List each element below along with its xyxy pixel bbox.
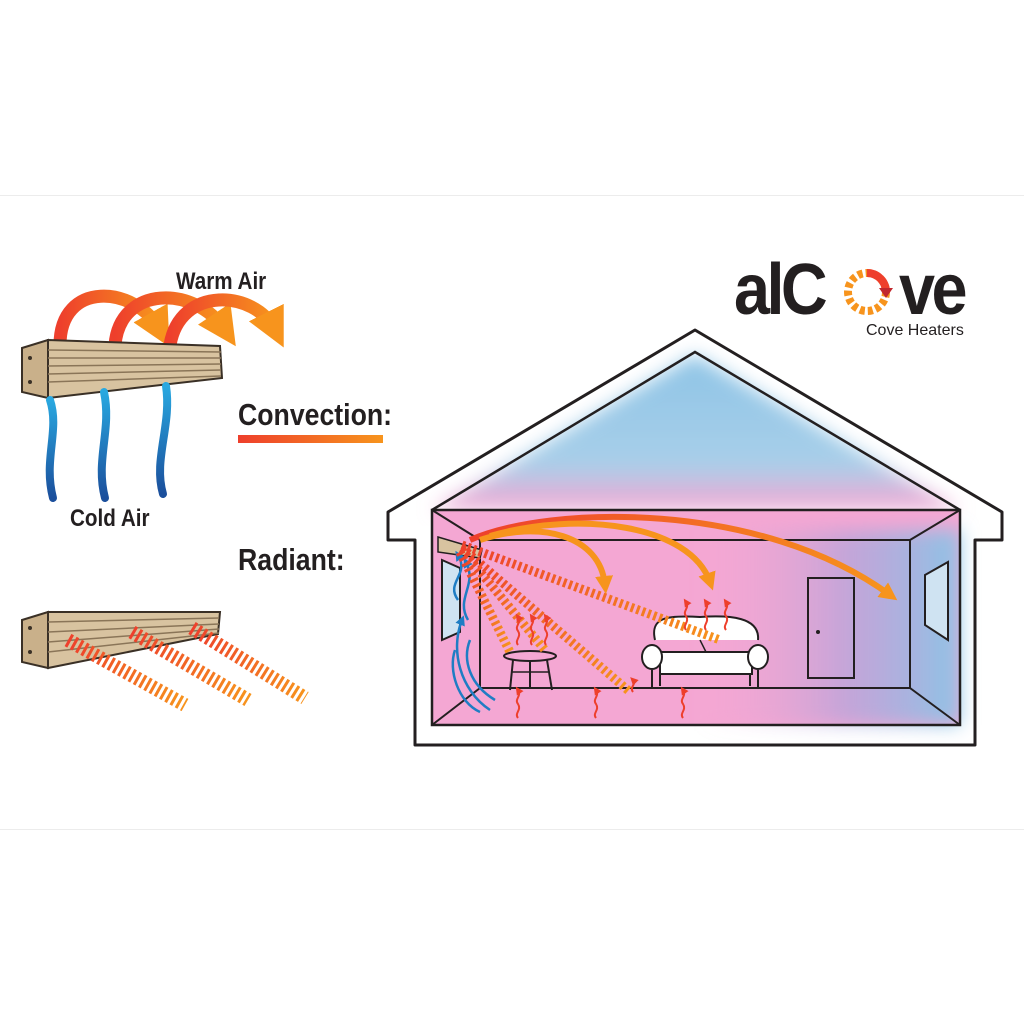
logo-name-prefix: alC: [734, 250, 828, 330]
convection-current: [489, 520, 716, 591]
warm-air-arrow: [163, 293, 284, 352]
warm-air-arrow: [108, 291, 236, 352]
cold-air-current: [455, 615, 491, 712]
logo-name-suffix: ve: [899, 250, 967, 330]
attic-cold-zone: [432, 355, 960, 510]
cold-air-current: [465, 639, 496, 702]
door-icon: [807, 577, 855, 679]
logo-tagline: Cove Heaters: [866, 322, 964, 339]
alcove-logo: alC ve Cove Heaters: [734, 250, 974, 345]
radiant-ray: [455, 549, 515, 655]
radiant-ray: [188, 622, 309, 704]
warm-air-arrow: [53, 289, 170, 352]
cove-heater-icon: [21, 610, 222, 670]
side-table-icon: [503, 650, 557, 691]
radiant-ray: [64, 633, 189, 712]
heat-wave-group: [515, 598, 732, 719]
radiant-label: Radiant:: [238, 542, 345, 577]
cold-air-stream: [97, 388, 111, 502]
cold-air-stream: [156, 382, 172, 498]
radiant-ray: [128, 625, 252, 707]
convection-legend-bar: [238, 435, 383, 443]
radiant-heater-group: [21, 610, 309, 712]
cove-heater-icon: [21, 338, 224, 400]
cold-air-stream: [45, 396, 58, 502]
convection-current: [468, 513, 898, 601]
radiant-ray: [460, 540, 722, 645]
logo-heat-cycle-icon: [844, 269, 893, 315]
warm-air-label: Warm Air: [176, 268, 267, 295]
cold-air-current: [451, 649, 481, 714]
cold-air-label: Cold Air: [70, 505, 150, 532]
window-icon: [924, 560, 949, 642]
convection-label: Convection:: [238, 397, 393, 432]
house-icon: [386, 328, 1004, 747]
convection-heater-group: [21, 289, 284, 502]
radiant-ray: [458, 547, 549, 653]
